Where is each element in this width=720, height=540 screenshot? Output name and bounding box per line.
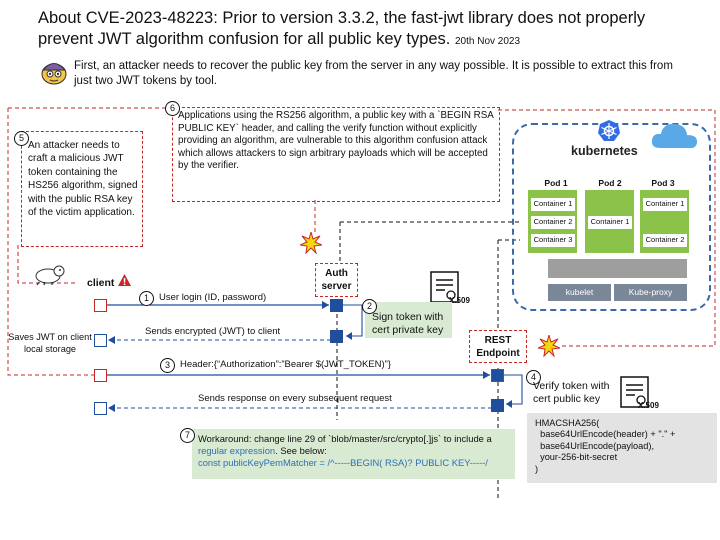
kubelet-box: kubelet — [548, 284, 611, 301]
pod-2-label: Pod 2 — [598, 178, 622, 188]
return-jwt-label: Sends encrypted (JWT) to client — [145, 326, 281, 337]
workaround-code: const publicKeyPemMatcher = /^-----BEGIN… — [198, 457, 488, 468]
pod-3-container-2: Container 2 — [643, 234, 687, 247]
hmac-code: HMACSHA256( base64UrlEncode(header) + ".… — [535, 418, 715, 475]
message-2-label: Sign token with cert private key — [372, 311, 444, 336]
auth-activation-1 — [330, 299, 343, 312]
pod-1-label: Pod 1 — [544, 178, 568, 188]
saves-jwt-label: Saves JWT on client local storage — [8, 332, 92, 354]
workaround-box — [192, 429, 515, 479]
message-1-label: User login (ID, password) — [159, 292, 267, 303]
client-activation-1 — [94, 299, 107, 312]
cert-2-label: X.509 — [638, 401, 659, 410]
intro-text: First, an attacker needs to recover the … — [74, 60, 673, 87]
kubernetes-label: kubernetes — [571, 144, 638, 158]
title-text: About CVE-2023-48223: Prior to version 3… — [38, 9, 646, 48]
regex-link[interactable]: regular expression — [198, 445, 276, 456]
workaround-text: Workaround: change line 29 of `blob/mast… — [198, 433, 510, 469]
step-7-number: 7 — [180, 428, 195, 443]
node-bar — [548, 259, 687, 278]
attacker-mascot-icon — [35, 265, 65, 286]
rest-activation-2 — [491, 399, 504, 412]
hacker-avatar-icon — [41, 63, 67, 85]
client-label: client — [87, 277, 115, 289]
hmac-line-1: HMACSHA256( — [535, 418, 600, 428]
page-title: About CVE-2023-48223: Prior to version 3… — [38, 8, 688, 52]
step-2-number: 2 — [362, 299, 377, 314]
cert-1-label: X.509 — [449, 296, 470, 305]
pod-3-label: Pod 3 — [651, 178, 675, 188]
certificate-icon-2 — [620, 376, 649, 408]
step-1-number: 1 — [139, 291, 154, 306]
note-5-box — [21, 131, 143, 247]
workaround-line1-end: . See below: — [275, 445, 327, 456]
hmac-box — [527, 413, 717, 483]
rest-endpoint-label: REST Endpoint — [469, 330, 527, 363]
hmac-line-2: base64UrlEncode(header) + "." + — [535, 429, 676, 440]
explosion-icon-auth — [300, 232, 322, 254]
response-label: Sends response on every subsequent reque… — [198, 393, 392, 404]
client-activation-4 — [94, 402, 107, 415]
auth-activation-2 — [330, 330, 343, 343]
cloud-icon — [651, 123, 698, 149]
hmac-line-4: your-256-bit-secret — [535, 452, 618, 463]
pod-3-container-1: Container 1 — [643, 198, 687, 211]
rest-activation-1 — [491, 369, 504, 382]
step-5-number: 5 — [14, 131, 29, 146]
pod-2-container-1: Container 1 — [588, 216, 632, 229]
client-activation-2 — [94, 334, 107, 347]
kube-proxy-box: Kube-proxy — [614, 284, 687, 301]
pod-1-container-3: Container 3 — [531, 234, 575, 247]
note-6-text: Applications using the RS256 algorithm, … — [178, 110, 494, 172]
auth-server-label: Auth server — [315, 263, 358, 297]
step-6-number: 6 — [165, 101, 180, 116]
sign-token-note — [365, 302, 452, 338]
client-activation-3 — [94, 369, 107, 382]
step-3-number: 3 — [160, 358, 175, 373]
pod-1-container-2: Container 2 — [531, 216, 575, 229]
certificate-icon-1 — [430, 271, 459, 303]
note-5-text: An attacker needs to craft a malicious J… — [28, 140, 138, 219]
title-date: 20th Nov 2023 — [454, 36, 521, 47]
message-3-label: Header:{“Authorization”:”Bearer $(JWT_TO… — [180, 359, 392, 370]
hmac-line-3: base64UrlEncode(payload), — [535, 440, 654, 451]
kubernetes-logo-icon — [598, 120, 620, 141]
hmac-line-5: ) — [535, 463, 539, 474]
workaround-line1: Workaround: change line 29 of `blob/mast… — [198, 433, 492, 444]
warning-icon — [118, 274, 131, 286]
explosion-icon-rest — [538, 335, 560, 357]
message-4-label: Verify token with cert public key — [533, 380, 610, 405]
step-4-number: 4 — [526, 370, 541, 385]
pod-1-container-1: Container 1 — [531, 198, 575, 211]
note-6-box — [172, 107, 500, 202]
